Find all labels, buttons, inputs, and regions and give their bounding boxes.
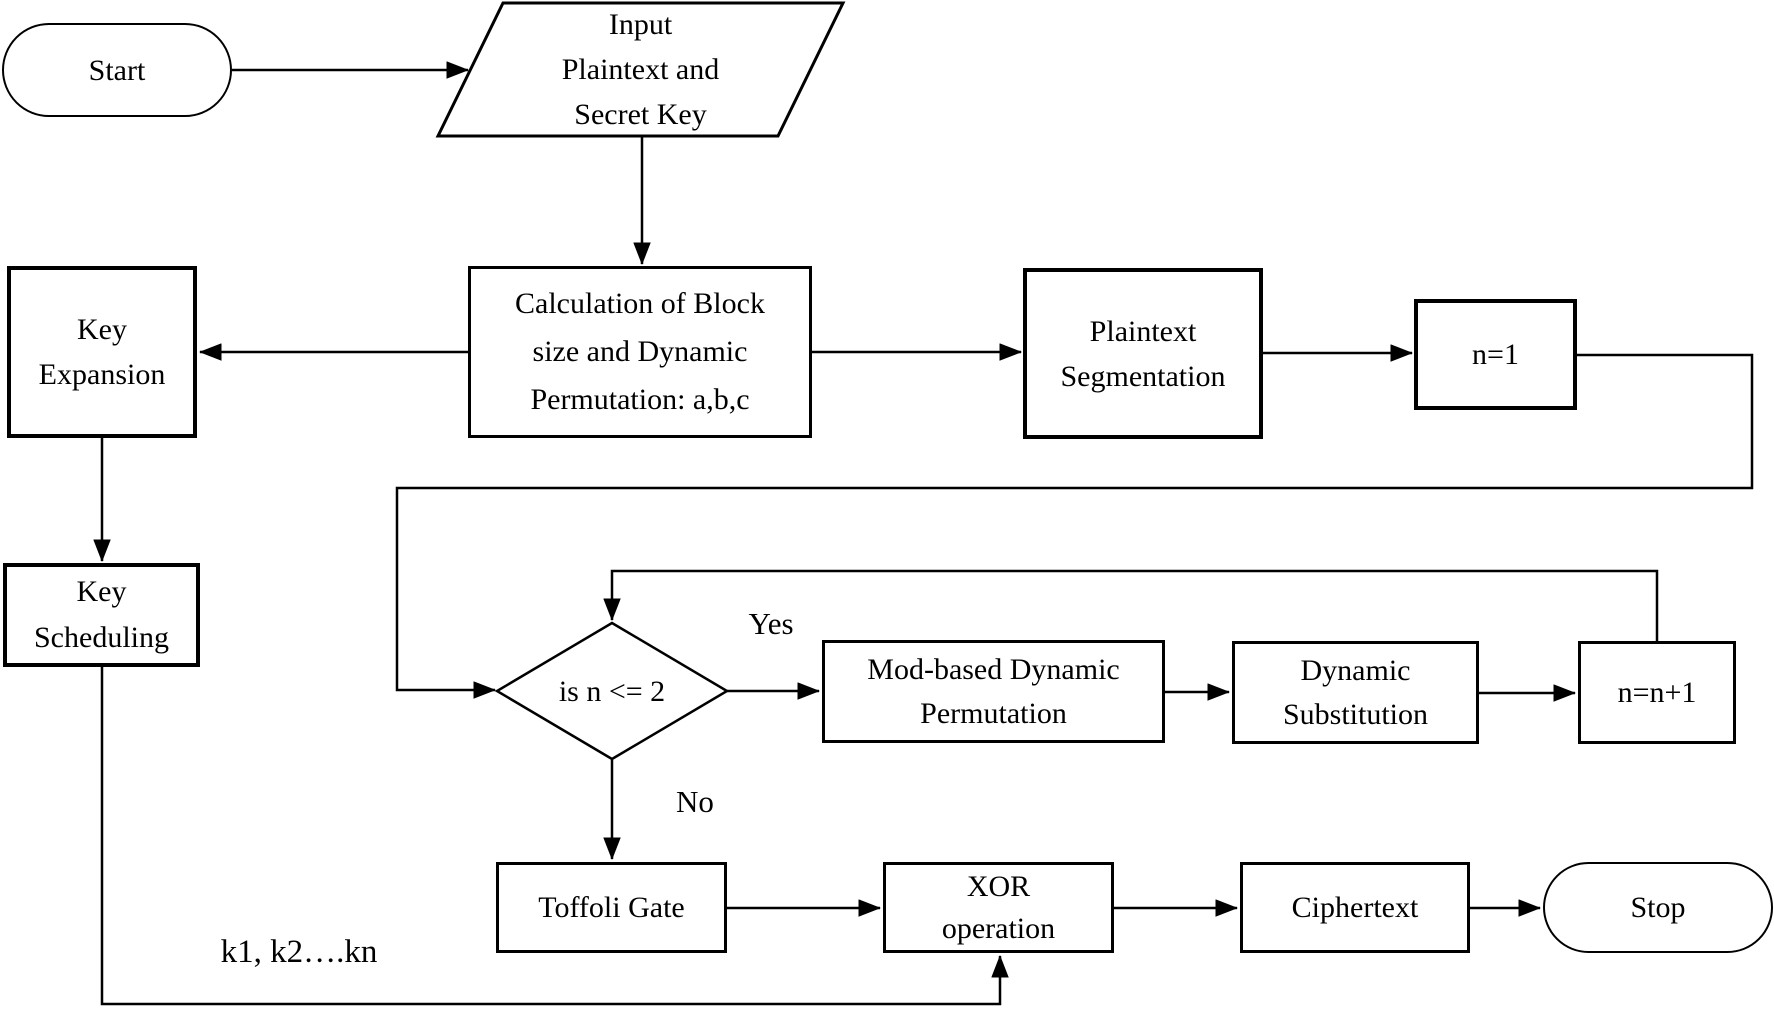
input-parallelogram-shape [435, 1, 846, 138]
n-init-node: n=1 [1414, 299, 1577, 410]
decision-diamond-shape [494, 621, 730, 761]
n-init-label: n=1 [1472, 338, 1519, 371]
decision-node: is n <= 2 [497, 623, 727, 759]
start-label: Start [88, 53, 146, 87]
dyn-sub-line-2: Substitution [1282, 697, 1429, 731]
plaintext-seg-line-1: Plaintext [1089, 314, 1197, 348]
xor-line-2: operation [941, 911, 1056, 945]
edge-n1-loop-to-decision [395, 353, 1754, 699]
ciphertext-node: Ciphertext [1240, 862, 1470, 953]
stop-label: Stop [1630, 891, 1686, 924]
round-keys-label: k1, k2….kn [220, 934, 378, 970]
n-inc-node: n=n+1 [1578, 641, 1736, 744]
key-scheduling-node: Key Scheduling [3, 563, 200, 667]
calc-line-3: Permutation: a,b,c [530, 383, 750, 416]
input-node: Input Plaintext and Secret Key [438, 2, 843, 137]
toffoli-label: Toffoli Gate [538, 891, 685, 924]
xor-node: XOR operation [883, 862, 1114, 953]
xor-line-1: XOR [966, 869, 1031, 903]
start-node: Start [2, 23, 232, 117]
stop-node: Stop [1543, 862, 1773, 953]
n-inc-label: n=n+1 [1617, 676, 1697, 709]
key-scheduling-line-1: Key [76, 575, 127, 608]
key-scheduling-line-2: Scheduling [34, 621, 169, 654]
calc-line-1: Calculation of Block [515, 287, 765, 320]
dyn-sub-line-1: Dynamic [1300, 653, 1411, 687]
input-line-1: Input [608, 8, 673, 41]
input-line-2: Plaintext and [561, 53, 720, 86]
plaintext-segmentation-node: Plaintext Segmentation [1023, 268, 1263, 439]
decision-label: is n <= 2 [558, 674, 666, 708]
key-expansion-line-2: Expansion [38, 358, 166, 391]
mod-perm-line-2: Permutation [920, 696, 1067, 730]
ciphertext-label: Ciphertext [1291, 891, 1419, 924]
toffoli-node: Toffoli Gate [496, 862, 727, 953]
mod-perm-line-1: Mod-based Dynamic [867, 652, 1120, 686]
mod-perm-node: Mod-based Dynamic Permutation [822, 640, 1165, 743]
key-expansion-line-1: Key [77, 313, 127, 346]
input-line-3: Secret Key [574, 98, 707, 131]
edge-n-inc-loop-to-decision [603, 569, 1659, 641]
edge-key-scheduling-to-xor [100, 667, 1009, 1006]
calc-node: Calculation of Block size and Dynamic Pe… [468, 266, 812, 438]
yes-edge-label: Yes [748, 606, 794, 641]
no-edge-label: No [676, 784, 714, 819]
plaintext-seg-line-2: Segmentation [1060, 359, 1226, 393]
calc-line-2: size and Dynamic [532, 335, 748, 368]
key-expansion-node: Key Expansion [7, 266, 197, 438]
dyn-sub-node: Dynamic Substitution [1232, 641, 1479, 744]
